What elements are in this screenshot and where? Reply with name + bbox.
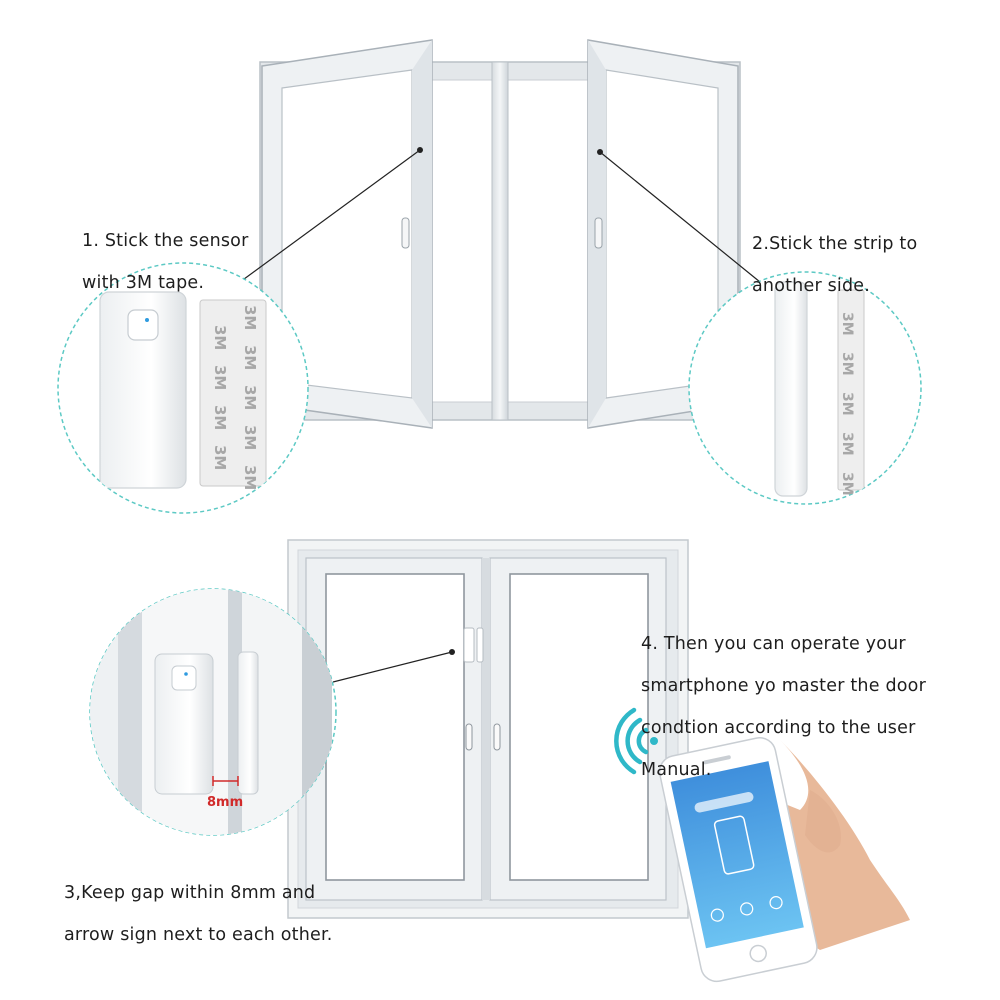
connector-line-3 [332, 651, 453, 683]
gap-label: 8mm [207, 795, 244, 810]
svg-text:3M: 3M [839, 432, 855, 456]
connector-line-1 [239, 149, 421, 283]
svg-text:3M: 3M [241, 385, 259, 410]
step-2-caption: 2.Stick the strip to another side. [752, 234, 918, 296]
svg-text:3M: 3M [241, 305, 259, 330]
door-sensor-icon [99, 291, 187, 489]
svg-text:3M: 3M [839, 352, 855, 376]
strip-closeup: 3M 3M 3M 3M 3M [688, 271, 922, 505]
gap-closeup [89, 588, 337, 836]
svg-text:3M: 3M [211, 325, 229, 350]
sensor-closeup: 3M 3M 3M 3M 3M 3M 3M 3M 3M [57, 262, 309, 514]
magnet-strip-icon [774, 281, 808, 497]
svg-text:3M: 3M [211, 365, 229, 390]
tape-3m [199, 299, 267, 487]
connector-line-2 [599, 151, 761, 283]
svg-text:3M: 3M [241, 345, 259, 370]
smartphone-icon [658, 737, 818, 983]
svg-text:3M: 3M [241, 425, 259, 450]
svg-text:3M: 3M [241, 465, 259, 490]
thumb [805, 790, 841, 853]
svg-text:3M: 3M [839, 392, 855, 416]
window-icon [287, 539, 689, 919]
open-window [259, 39, 741, 429]
wifi-icon [614, 707, 658, 775]
svg-text:3M: 3M [211, 405, 229, 430]
svg-text:3M: 3M [839, 472, 855, 496]
step-1-caption: 1. Stick the sensor with 3M tape. [82, 231, 249, 293]
svg-text:3M: 3M [211, 445, 229, 470]
svg-text:3M: 3M [839, 312, 855, 336]
step-3-caption: 3,Keep gap within 8mm and arrow sign nex… [64, 883, 333, 945]
step-4-caption: 4. Then you can operate your smartphone … [641, 634, 926, 780]
